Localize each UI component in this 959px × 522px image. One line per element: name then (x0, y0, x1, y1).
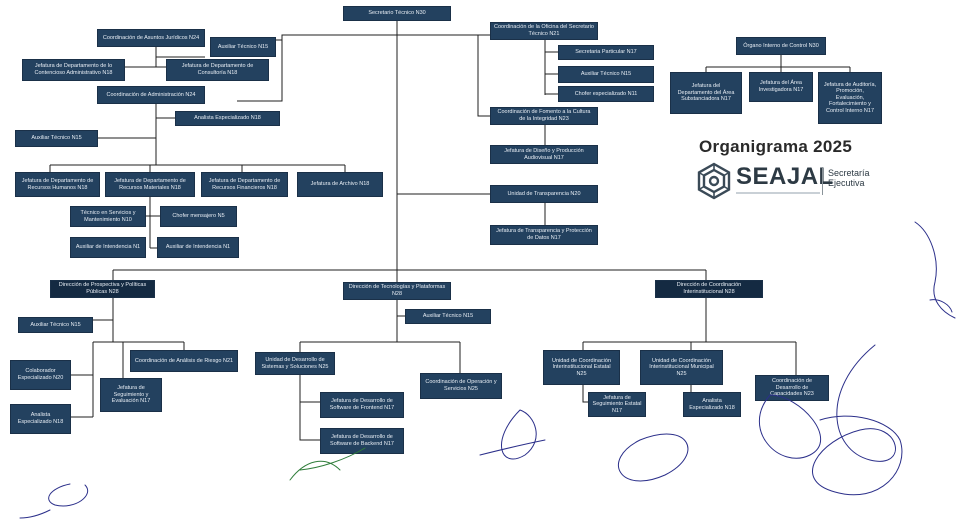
org-box-unidad-municipal: Unidad de Coordinación Interinstituciona… (640, 350, 723, 385)
org-box-jef-consultoria: Jefatura de Departamento de Consultoría … (166, 59, 269, 81)
org-box-jef-investigadora: Jefatura del Área Investigadora N17 (749, 72, 813, 102)
org-box-jef-frontend: Jefatura de Desarrollo de Software de Fr… (320, 392, 404, 418)
org-box-analista-prospectiva: Analista Especializado N18 (10, 404, 71, 434)
signature-left (19, 483, 88, 519)
logo-divider (822, 167, 823, 195)
org-box-jef-substanciadora: Jefatura del Departamento del Área Subst… (670, 72, 742, 114)
org-box-secretario: Secretario Técnico N30 (343, 6, 451, 21)
org-box-coord-oficina: Coordinación de la Oficina del Secretari… (490, 22, 598, 40)
org-box-analista-coordinacion: Analista Especializado N18 (683, 392, 741, 417)
signature-loop-2 (618, 433, 689, 482)
org-box-dir-prospectiva: Dirección de Prospectiva y Políticas Púb… (50, 280, 155, 298)
chart-title: Organigrama 2025 (699, 137, 853, 156)
org-box-coord-operacion: Coordinación de Operación y Servicios N2… (420, 373, 502, 399)
seajal-logo-icon (697, 162, 731, 200)
org-box-unidad-estatal: Unidad de Coordinación Interinstituciona… (543, 350, 620, 385)
org-box-jef-archivo: Jefatura de Archivo N18 (297, 172, 383, 197)
logo-tagline-line-1: Secretaría (828, 168, 870, 178)
org-box-coord-fomento: Coordinación de Fomento a la Cultura de … (490, 107, 598, 125)
org-box-secretaria-particular: Secretaria Particular N17 (558, 45, 654, 60)
org-box-unidad-desarrollo: Unidad de Desarrollo de Sistemas y Soluc… (255, 352, 335, 375)
org-box-chofer-especializado: Chofer especializado N11 (558, 86, 654, 102)
org-box-jef-diseno: Jefatura de Diseño y Producción Audiovis… (490, 145, 598, 164)
org-box-jef-auditoria: Jefatura de Auditoría, Promoción, Evalua… (818, 72, 882, 124)
signature-loop-1 (758, 394, 822, 459)
logo-underline (736, 192, 820, 194)
org-box-coord-capacidades: Coordinación de Desarrollo de Capacidade… (755, 375, 829, 401)
signature-right-top (914, 221, 956, 319)
org-box-jef-rf: Jefatura de Departamento de Recursos Fin… (201, 172, 288, 197)
org-box-aux-tecnico-asuntos: Auxiliar Técnico N15 (210, 37, 276, 57)
org-box-jef-rm: Jefatura de Departamento de Recursos Mat… (105, 172, 195, 197)
signature-loop-3 (479, 409, 546, 460)
org-box-jef-seguimiento-eval: Jefatura de Seguimiento y Evaluación N17 (100, 378, 162, 412)
org-box-jef-backend: Jefatura de Desarrollo de Software de Ba… (320, 428, 404, 454)
org-box-chofer-mensajero: Chofer mensajero N5 (160, 206, 237, 227)
org-box-aux-intendencia-2: Auxiliar de Intendencia N1 (157, 237, 239, 258)
org-box-coord-analisis-riesgo: Coordinación de Análisis de Riesgo N21 (130, 350, 238, 372)
org-box-colaborador: Colaborador Especializado N20 (10, 360, 71, 390)
org-box-jef-rh: Jefatura de Departamento de Recursos Hum… (15, 172, 100, 197)
logo-wordmark: SEAJAL (736, 163, 834, 190)
signature-green (289, 447, 366, 481)
org-box-organo-control: Órgano Interno de Control N30 (736, 37, 826, 55)
org-box-dir-tecnologias: Dirección de Tecnologías y Plataformas N… (343, 282, 451, 300)
org-box-aux-tecnico-prospectiva: Auxiliar Técnico N15 (18, 317, 93, 333)
org-box-coord-asuntos: Coordinación de Asuntos Jurídicos N24 (97, 29, 205, 47)
org-box-jef-transparencia: Jefatura de Transparencia y Protección d… (490, 225, 598, 245)
logo-tagline-line-2: Ejecutiva (828, 178, 865, 189)
org-box-jef-seguimiento-estatal: Jefatura de Seguimiento Estatal N17 (588, 392, 646, 417)
org-box-analista-admin: Analista Especializado N18 (175, 111, 280, 126)
org-box-jef-contencioso: Jefatura de Departamento de lo Contencio… (22, 59, 125, 81)
org-box-aux-intendencia-1: Auxiliar de Intendencia N1 (70, 237, 146, 258)
signature-large (812, 344, 903, 496)
org-box-unidad-transparencia: Unidad de Transparencia N20 (490, 185, 598, 203)
org-box-tecnico-servicios: Técnico en Servicios y Mantenimiento N10 (70, 206, 146, 227)
org-box-dir-coordinacion: Dirección de Coordinación Interinstituci… (655, 280, 763, 298)
org-box-aux-tecnico-tecnologias: Auxiliar Técnico N15 (405, 309, 491, 324)
org-box-aux-tecnico-admin: Auxiliar Técnico N15 (15, 130, 98, 147)
org-box-aux-tecnico-oficina: Auxiliar Técnico N15 (558, 66, 654, 83)
org-box-coord-administracion: Coordinación de Administración N24 (97, 86, 205, 104)
logo-tagline: Secretaría Ejecutiva (828, 168, 888, 189)
